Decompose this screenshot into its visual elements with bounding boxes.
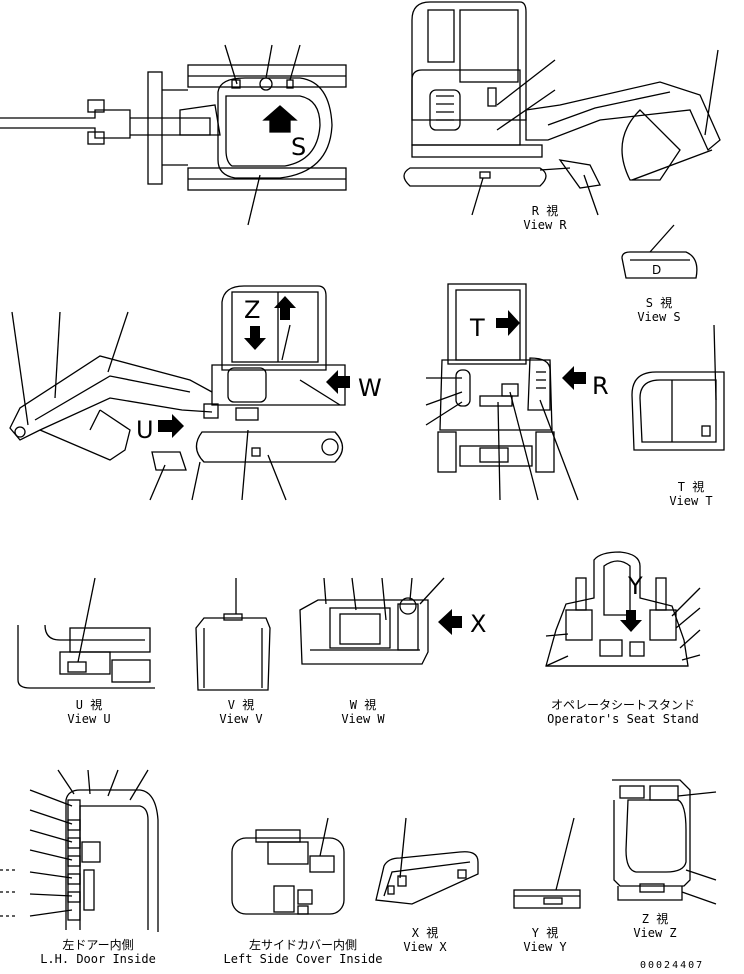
view-z-en: View Z bbox=[633, 926, 677, 940]
view-v-part bbox=[195, 578, 271, 691]
arrow-t bbox=[496, 310, 520, 336]
view-w-label: W 視 View W bbox=[318, 698, 408, 726]
marker-t: T bbox=[469, 314, 485, 342]
marker-z: Z bbox=[244, 296, 260, 324]
marker-u: U bbox=[136, 416, 154, 444]
view-y-part bbox=[513, 817, 581, 909]
view-s-part bbox=[621, 224, 698, 279]
view-v-label: V 視 View V bbox=[196, 698, 286, 726]
view-w-en: View W bbox=[341, 712, 385, 726]
view-u-jp: U 視 bbox=[75, 698, 103, 712]
view-x-jp: X 視 bbox=[411, 926, 439, 940]
view-x-en: View X bbox=[403, 940, 447, 954]
view-u-label: U 視 View U bbox=[44, 698, 134, 726]
view-v-jp: V 視 bbox=[227, 698, 255, 712]
view-x-label: X 視 View X bbox=[380, 926, 470, 954]
arrow-w bbox=[326, 370, 350, 394]
view-r-machine bbox=[403, 1, 721, 216]
view-y-jp: Y 視 bbox=[531, 926, 559, 940]
operator-seat-stand-label: オペレータシートスタンド Operator's Seat Stand bbox=[528, 698, 718, 726]
operator-seat-stand-jp: オペレータシートスタンド bbox=[550, 698, 695, 712]
view-r-label: R 視 View R bbox=[500, 204, 590, 232]
left-side-cover-inside-label: 左サイドカバー内側 Left Side Cover Inside bbox=[220, 938, 386, 966]
left-side-view-machine bbox=[9, 285, 346, 501]
view-s-jp: S 視 bbox=[645, 296, 673, 310]
view-z-label: Z 視 View Z bbox=[610, 912, 700, 940]
lh-door-inside-en: L.H. Door Inside bbox=[40, 952, 156, 966]
view-t-cab bbox=[631, 324, 725, 451]
arrow-up bbox=[274, 296, 296, 320]
lh-door-inside-jp: 左ドアー内側 bbox=[62, 938, 134, 952]
marker-d: D bbox=[652, 263, 661, 277]
top-view-machine bbox=[0, 44, 347, 226]
view-u-en: View U bbox=[67, 712, 111, 726]
left-side-cover-inside-jp: 左サイドカバー内側 bbox=[248, 938, 357, 952]
view-v-en: View V bbox=[219, 712, 263, 726]
view-w-jp: W 視 bbox=[349, 698, 377, 712]
view-w-part bbox=[299, 577, 445, 665]
view-z-part bbox=[612, 779, 717, 905]
arrow-x bbox=[438, 609, 462, 635]
arrow-y-down bbox=[620, 610, 642, 632]
lh-door-inside-part bbox=[0, 769, 159, 932]
view-z-jp: Z 視 bbox=[641, 912, 669, 926]
marker-x: X bbox=[470, 610, 486, 638]
marker-r: R bbox=[592, 372, 609, 400]
view-u-part bbox=[17, 577, 155, 689]
arrow-r bbox=[562, 366, 586, 390]
arrow-u bbox=[158, 414, 184, 438]
arrow-z-down bbox=[244, 326, 266, 350]
marker-w: W bbox=[358, 374, 382, 402]
view-y-label: Y 視 View Y bbox=[500, 926, 590, 954]
left-side-cover-inside-part bbox=[231, 817, 345, 915]
view-r-en: View R bbox=[523, 218, 567, 232]
marker-y: Y bbox=[627, 572, 643, 600]
operator-seat-stand-en: Operator's Seat Stand bbox=[547, 712, 699, 726]
view-s-label: S 視 View S bbox=[614, 296, 704, 324]
lh-door-inside-label: 左ドアー内側 L.H. Door Inside bbox=[28, 938, 168, 966]
marker-s: S bbox=[291, 133, 306, 161]
view-t-jp: T 視 bbox=[677, 480, 705, 494]
document-number: 00024407 bbox=[640, 960, 705, 971]
left-side-cover-inside-en: Left Side Cover Inside bbox=[223, 952, 383, 966]
view-y-en: View Y bbox=[523, 940, 567, 954]
operator-seat-stand-part bbox=[545, 551, 701, 667]
view-s-en: View S bbox=[637, 310, 681, 324]
rear-view-machine bbox=[425, 283, 579, 501]
view-t-en: View T bbox=[669, 494, 713, 508]
view-r-jp: R 視 bbox=[531, 204, 559, 218]
view-x-part bbox=[375, 817, 479, 905]
view-t-label: T 視 View T bbox=[646, 480, 736, 508]
